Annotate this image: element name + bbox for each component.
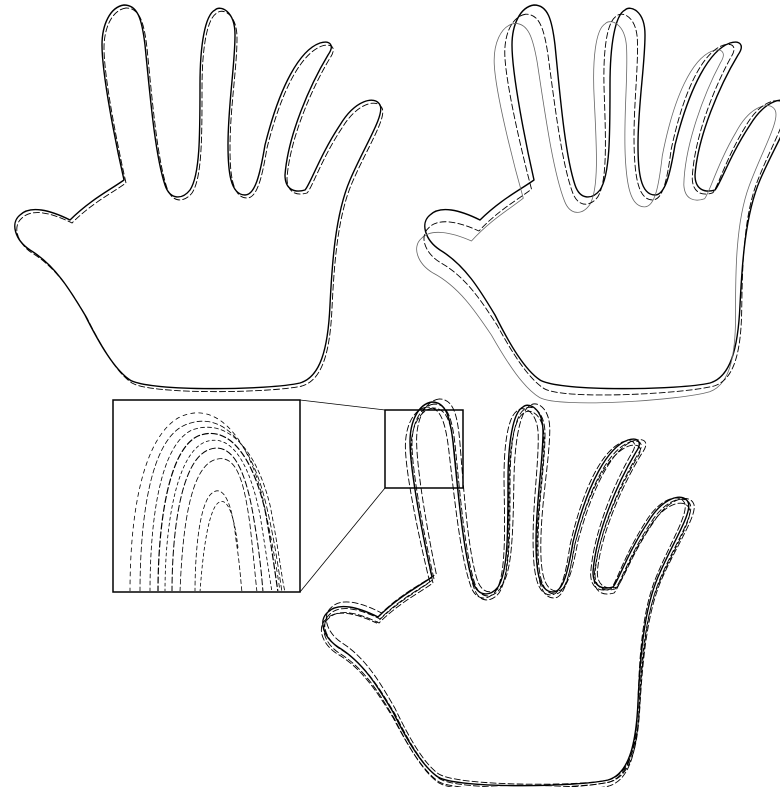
hand-contour-dashed bbox=[416, 5, 780, 401]
hand-contour-solid bbox=[15, 5, 381, 389]
inset-connector-bottom bbox=[300, 488, 385, 592]
panel-bottom bbox=[318, 397, 697, 787]
inset-magnified-view bbox=[113, 400, 300, 592]
panel-top-left bbox=[15, 5, 383, 392]
inset-connector-top bbox=[300, 400, 385, 410]
hand-contour-4 bbox=[323, 397, 696, 787]
hand-contour-solid bbox=[425, 5, 780, 389]
hand-contour-1 bbox=[323, 402, 689, 786]
panel-top-right bbox=[405, 5, 780, 412]
